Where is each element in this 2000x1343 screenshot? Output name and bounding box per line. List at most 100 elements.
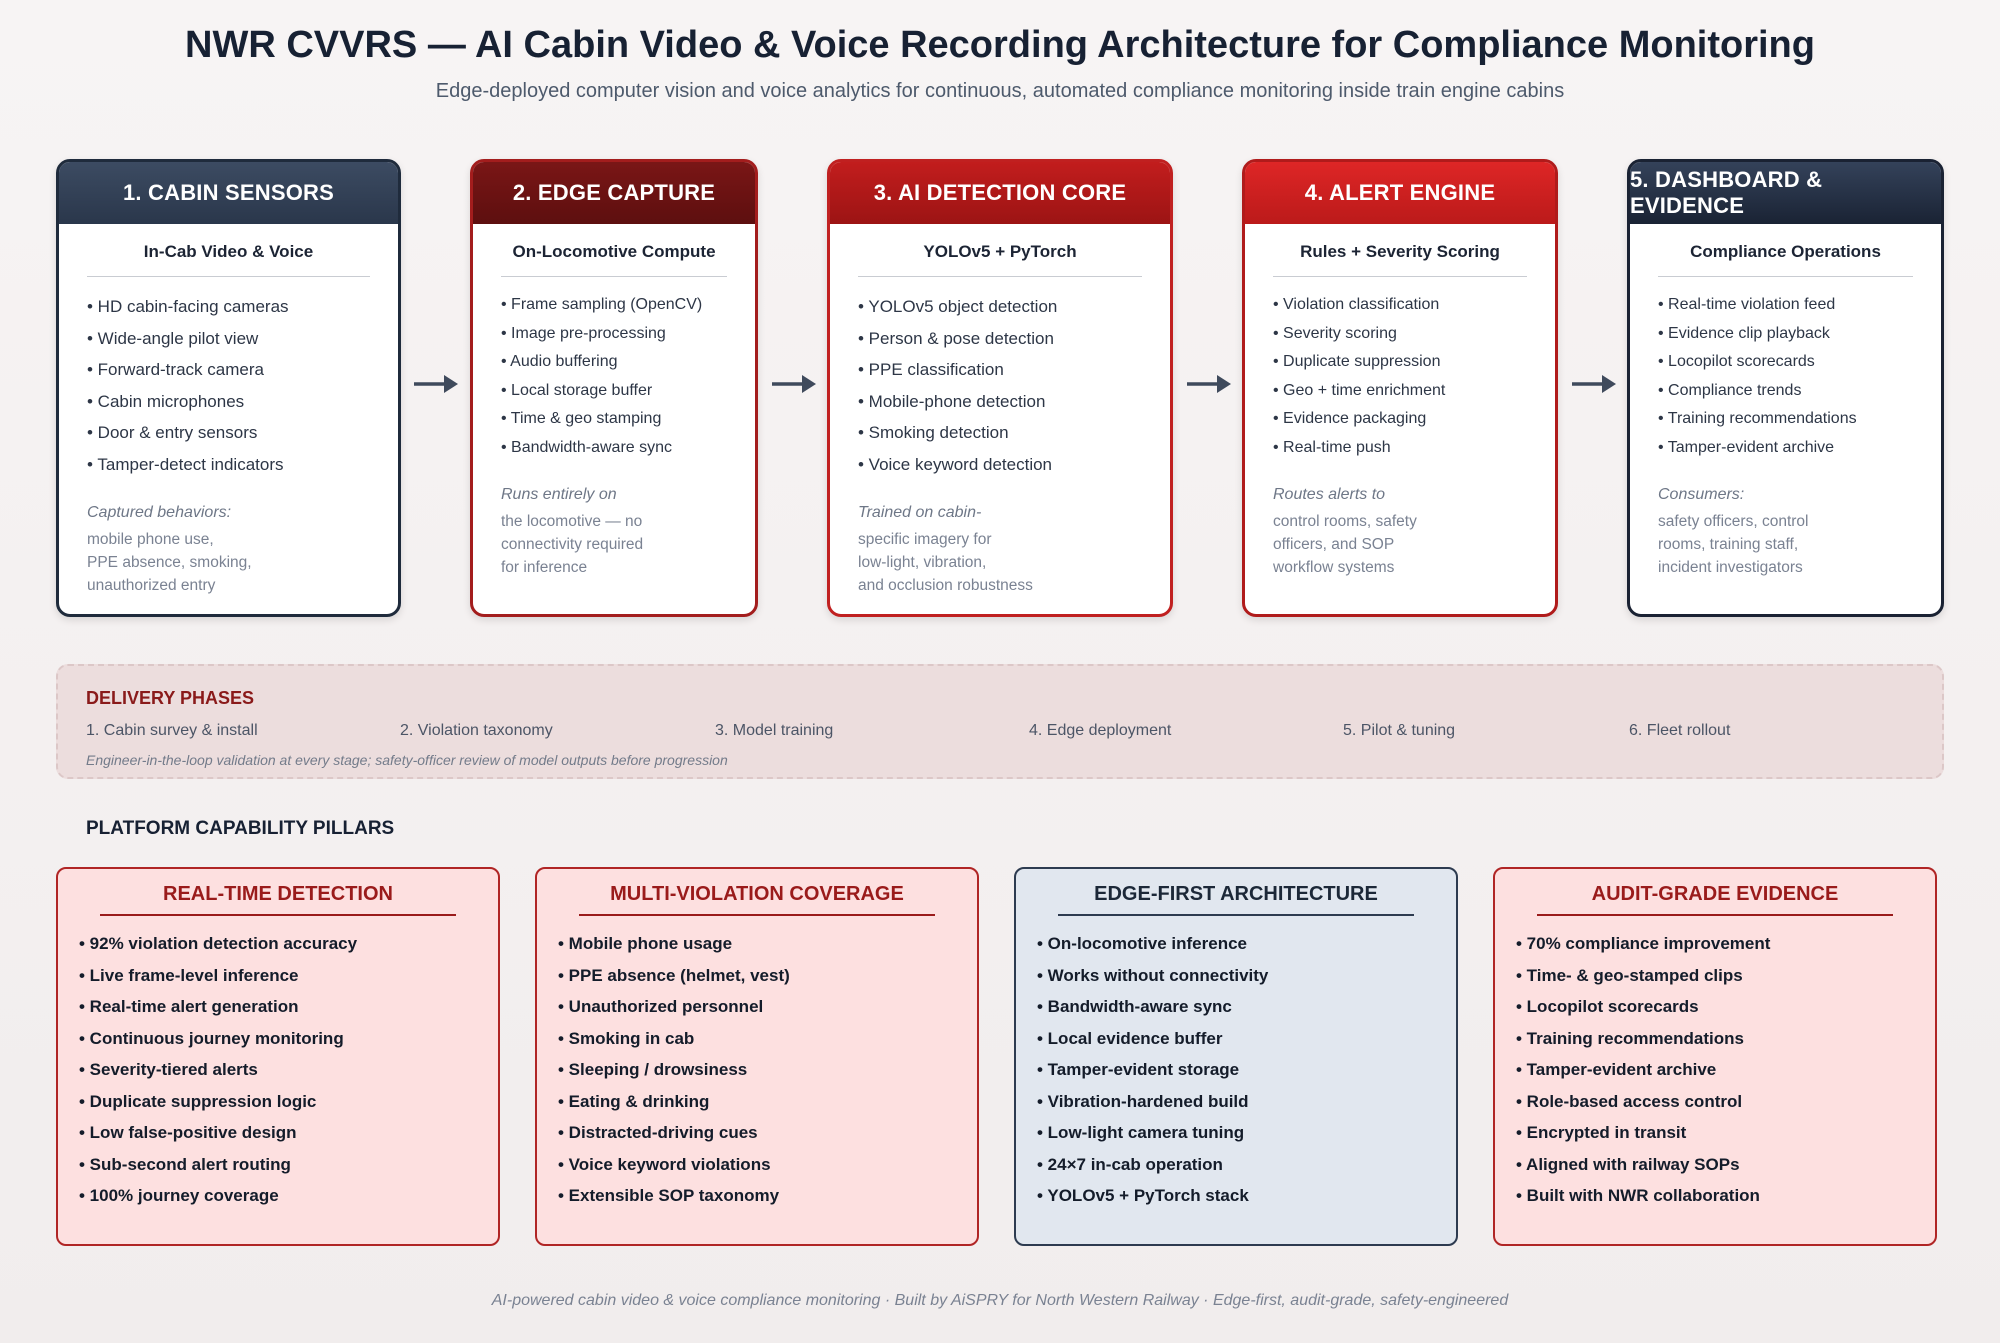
stage-ai-detection-core: 3. AI DETECTION CORE YOLOv5 + PyTorch • … — [827, 159, 1173, 617]
stage-note-label: Captured behaviors: — [87, 504, 232, 521]
phase-item: 6. Fleet rollout — [1629, 722, 1731, 739]
stage-title: 5. DASHBOARD & EVIDENCE — [1630, 162, 1941, 224]
stage-note-line: connectivity required — [501, 536, 644, 553]
stage-subtitle: Rules + Severity Scoring — [1273, 242, 1527, 277]
pillar-title: AUDIT-GRADE EVIDENCE — [1537, 883, 1893, 916]
stage-item: • Duplicate suppression — [1273, 353, 1441, 370]
flow-arrow-icon — [1572, 375, 1616, 393]
pillar-real-time-detection: REAL-TIME DETECTION • 92% violation dete… — [56, 867, 500, 1246]
pillar-audit-grade-evidence: AUDIT-GRADE EVIDENCE • 70% compliance im… — [1493, 867, 1937, 1246]
pillar-item: • Extensible SOP taxonomy — [558, 1186, 780, 1205]
stage-note-label: Trained on cabin- — [858, 504, 982, 521]
delivery-phases-note: Engineer-in-the-loop validation at every… — [86, 752, 728, 768]
stage-note-line: officers, and SOP — [1273, 536, 1395, 553]
flow-arrow-icon — [414, 375, 458, 393]
pillar-item: • Local evidence buffer — [1037, 1028, 1223, 1048]
pillar-item: • Voice keyword violations — [558, 1154, 771, 1174]
pillar-item: • Distracted-driving cues — [558, 1123, 758, 1142]
stage-item: • Real-time violation feed — [1658, 296, 1836, 313]
stage-item: • Compliance trends — [1658, 381, 1802, 399]
pillar-item: • Role-based access control — [1516, 1091, 1743, 1111]
delivery-phases-panel: DELIVERY PHASES 1. Cabin survey & instal… — [56, 664, 1944, 779]
pillar-item: • 24×7 in-cab operation — [1037, 1154, 1223, 1174]
pillar-item: • Eating & drinking — [558, 1091, 710, 1111]
pillar-item: • Real-time alert generation — [79, 997, 299, 1016]
stage-cabin-sensors: 1. CABIN SENSORS In-Cab Video & Voice • … — [56, 159, 401, 617]
stage-note-label: Consumers: — [1658, 486, 1745, 503]
stage-note-line: incident investigators — [1658, 559, 1803, 576]
stage-note-label: Runs entirely on — [501, 486, 617, 503]
pillar-item: • Tamper-evident archive — [1516, 1060, 1717, 1079]
stage-item: • PPE classification — [858, 360, 1004, 379]
stage-item: • Tamper-detect indicators — [87, 454, 284, 474]
footer-note: AI-powered cabin video & voice complianc… — [491, 1292, 1509, 1309]
stage-note-label: Routes alerts to — [1273, 486, 1386, 503]
pillar-item: • Works without connectivity — [1037, 965, 1269, 985]
stage-note: the locomotive — no connectivity require… — [501, 510, 727, 579]
phase-item: 5. Pilot & tuning — [1343, 722, 1456, 739]
stage-note-line: and occlusion robustness — [858, 577, 1033, 594]
stage-item: • Local storage buffer — [501, 381, 653, 399]
stage-item: • Wide-angle pilot view — [87, 328, 259, 348]
stage-item: • Violation classification — [1273, 296, 1440, 313]
phase-item: 4. Edge deployment — [1029, 722, 1172, 739]
stage-note: safety officers, control rooms, training… — [1658, 510, 1913, 579]
stage-edge-capture: 2. EDGE CAPTURE On-Locomotive Compute • … — [470, 159, 758, 617]
stage-item: • Cabin microphones — [87, 391, 245, 411]
pillar-item: • Sub-second alert routing — [79, 1154, 291, 1174]
phase-item: 3. Model training — [715, 722, 834, 739]
phase-item: 1. Cabin survey & install — [86, 722, 258, 739]
stage-subtitle: In-Cab Video & Voice — [87, 242, 370, 277]
stage-note-line: rooms, training staff, — [1658, 536, 1799, 553]
pillar-item: • Live frame-level inference — [79, 965, 299, 985]
stage-note: mobile phone use, PPE absence, smoking, … — [87, 528, 370, 597]
stage-note-line: low-light, vibration, — [858, 554, 987, 571]
stage-note-line: the locomotive — no — [501, 513, 643, 530]
pillar-item: • 100% journey coverage — [79, 1186, 279, 1205]
stage-note: control rooms, safety officers, and SOP … — [1273, 510, 1527, 579]
pillar-item: • Sleeping / drowsiness — [558, 1060, 748, 1079]
pillar-item: • Locopilot scorecards — [1516, 997, 1699, 1016]
stage-item: • Geo + time enrichment — [1273, 381, 1446, 399]
stage-note-line: PPE absence, smoking, — [87, 554, 252, 571]
stage-item: • Bandwidth-aware sync — [501, 438, 673, 456]
stage-note-line: mobile phone use, — [87, 531, 214, 548]
page-subtitle: Edge-deployed computer vision and voice … — [435, 80, 1565, 102]
pillar-item: • Encrypted in transit — [1516, 1123, 1687, 1142]
pillar-item: • Severity-tiered alerts — [79, 1060, 258, 1079]
stage-title: 4. ALERT ENGINE — [1245, 162, 1555, 224]
stage-item: • Door & entry sensors — [87, 423, 258, 442]
pillar-item: • Smoking in cab — [558, 1028, 695, 1048]
flow-arrow-icon — [1187, 375, 1231, 393]
stage-title: 3. AI DETECTION CORE — [830, 162, 1170, 224]
stage-item: • Real-time push — [1273, 438, 1391, 456]
stage-item: • Smoking detection — [858, 423, 1009, 442]
stage-item: • Evidence clip playback — [1658, 324, 1830, 342]
stage-item: • Mobile-phone detection — [858, 391, 1046, 411]
stage-item: • Training recommendations — [1658, 410, 1857, 427]
stage-item: • Frame sampling (OpenCV) — [501, 296, 703, 313]
stage-item: • Person & pose detection — [858, 328, 1054, 348]
pillar-item: • Low-light camera tuning — [1037, 1123, 1245, 1142]
pillar-edge-first-architecture: EDGE-FIRST ARCHITECTURE • On-locomotive … — [1014, 867, 1458, 1246]
pillar-item: • 70% compliance improvement — [1516, 934, 1771, 953]
stage-item: • Forward-track camera — [87, 360, 264, 379]
stage-item: • Audio buffering — [501, 353, 618, 370]
pillar-item: • Training recommendations — [1516, 1028, 1744, 1048]
stage-subtitle: YOLOv5 + PyTorch — [858, 242, 1142, 277]
stage-title: 1. CABIN SENSORS — [59, 162, 398, 224]
pillar-multi-violation-coverage: MULTI-VIOLATION COVERAGE • Mobile phone … — [535, 867, 979, 1246]
page-title: NWR CVVRS — AI Cabin Video & Voice Recor… — [185, 24, 1815, 66]
stage-note-line: specific imagery for — [858, 531, 992, 548]
stage-note: specific imagery for low-light, vibratio… — [858, 528, 1142, 597]
stage-item: • Severity scoring — [1273, 324, 1397, 342]
pillar-item: • YOLOv5 + PyTorch stack — [1037, 1186, 1249, 1205]
stage-note-line: safety officers, control — [1658, 513, 1809, 530]
stage-note-line: workflow systems — [1273, 559, 1395, 576]
pillar-item: • 92% violation detection accuracy — [79, 934, 358, 953]
stage-note-line: control rooms, safety — [1273, 513, 1417, 530]
stage-item: • Tamper-evident archive — [1658, 438, 1835, 456]
stage-subtitle: On-Locomotive Compute — [501, 242, 727, 277]
pillar-item: • PPE absence (helmet, vest) — [558, 965, 790, 985]
pillar-item: • Unauthorized personnel — [558, 997, 764, 1016]
